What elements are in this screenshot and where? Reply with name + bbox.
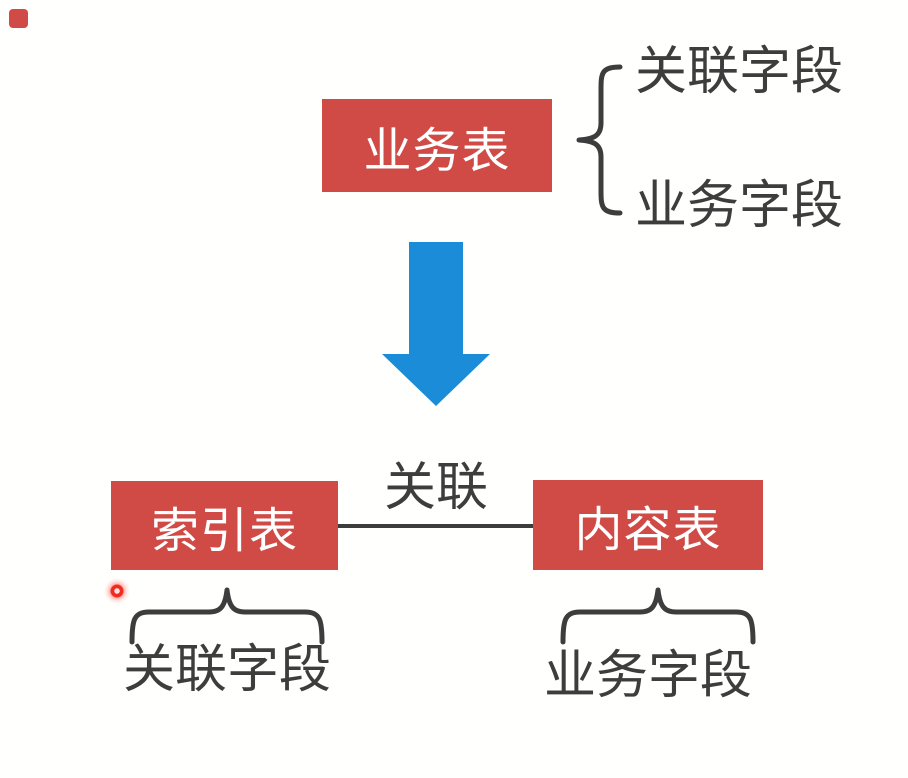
node-content-table-label: 内容表: [574, 504, 722, 557]
node-business-table: 业务表: [322, 99, 552, 192]
laser-pointer-dot-icon: [104, 578, 130, 604]
node-business-table-label: 业务表: [363, 124, 511, 178]
node-content-table: 内容表: [533, 480, 763, 570]
label-association-field-bottom: 关联字段: [122, 641, 332, 699]
label-association-field-top: 关联字段: [634, 43, 844, 101]
record-indicator-icon: [9, 9, 28, 28]
label-business-field-top: 业务字段: [634, 177, 844, 235]
connector-line: [338, 524, 533, 528]
label-relation: 关联: [383, 459, 489, 517]
curly-brace-under-right-icon: [558, 582, 758, 646]
node-index-table: 索引表: [111, 481, 338, 570]
node-index-table-label: 索引表: [150, 504, 298, 558]
down-arrow-icon: [382, 242, 490, 406]
label-business-field-bottom: 业务字段: [543, 647, 753, 705]
curly-brace-under-left-icon: [127, 582, 327, 646]
curly-brace-right-icon: [574, 63, 624, 217]
